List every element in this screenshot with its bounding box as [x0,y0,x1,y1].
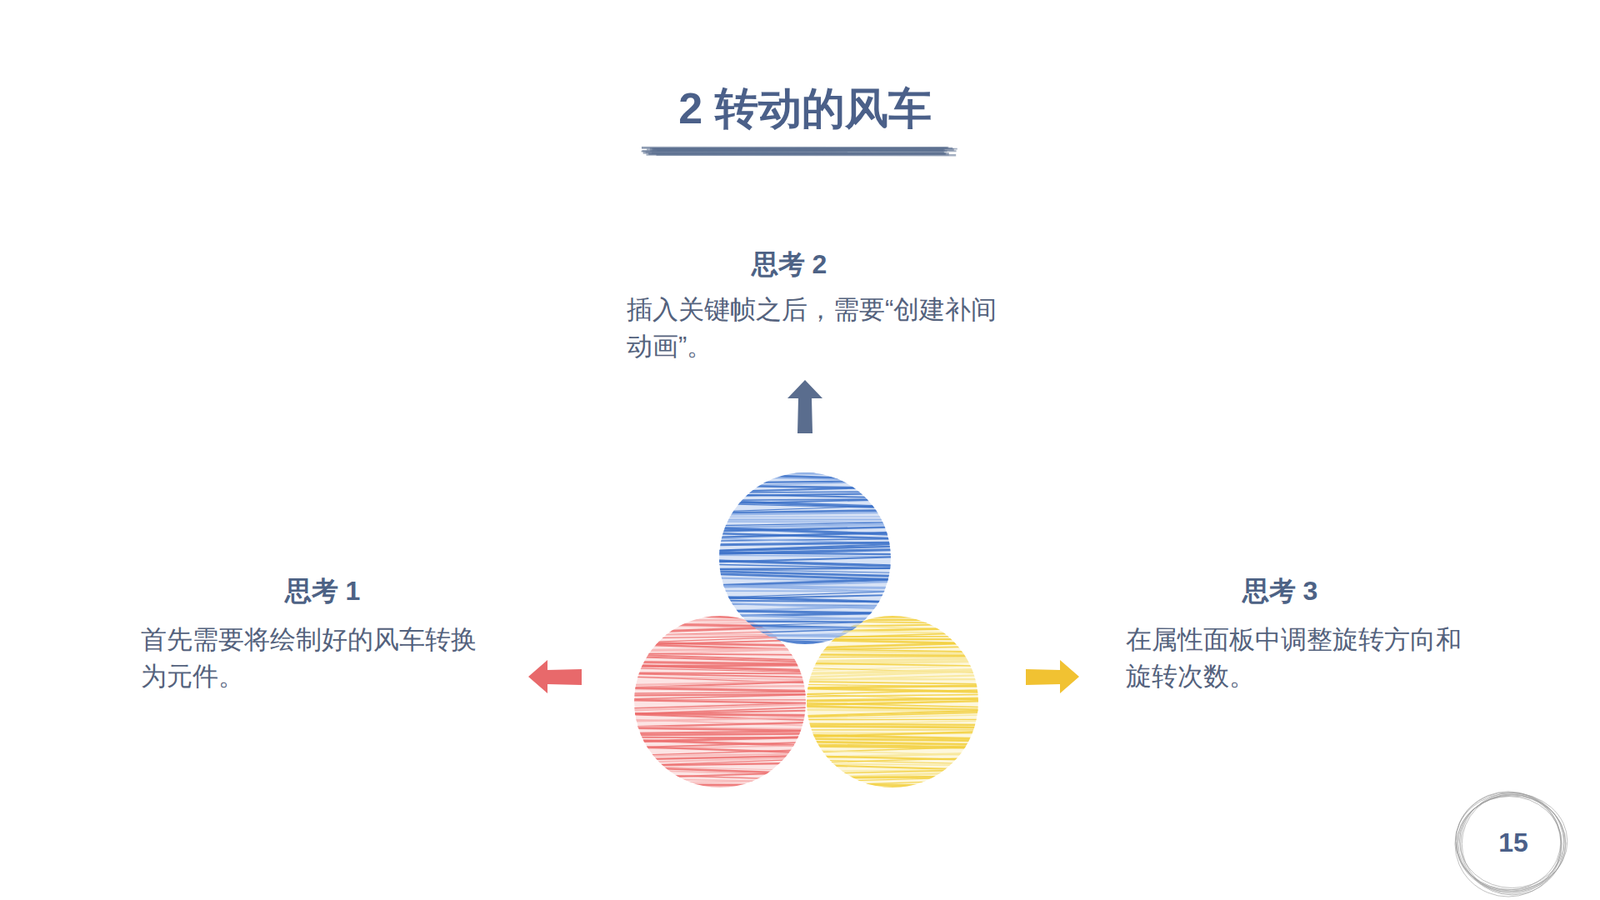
page-number: 15 [1498,827,1529,859]
slide-title: 2 转动的风车 [678,80,931,139]
thought-body: 在属性面板中调整旋转方向和旋转次数。 [1125,621,1468,695]
title-underline [640,147,957,155]
scribble-circles [628,470,985,789]
thought-heading: 思考 2 [751,246,828,284]
thought-heading: 思考 3 [1242,573,1319,610]
thought-heading: 思考 1 [285,573,361,610]
arrow-left [528,660,582,694]
thought-body: 首先需要将绘制好的风车转换为元件。 [140,621,483,695]
arrow-up [787,380,823,434]
thought-body: 插入关键帧之后，需要“创建补间动画”。 [626,291,998,365]
arrow-right [1025,660,1080,694]
page-number-circle [1455,791,1568,897]
